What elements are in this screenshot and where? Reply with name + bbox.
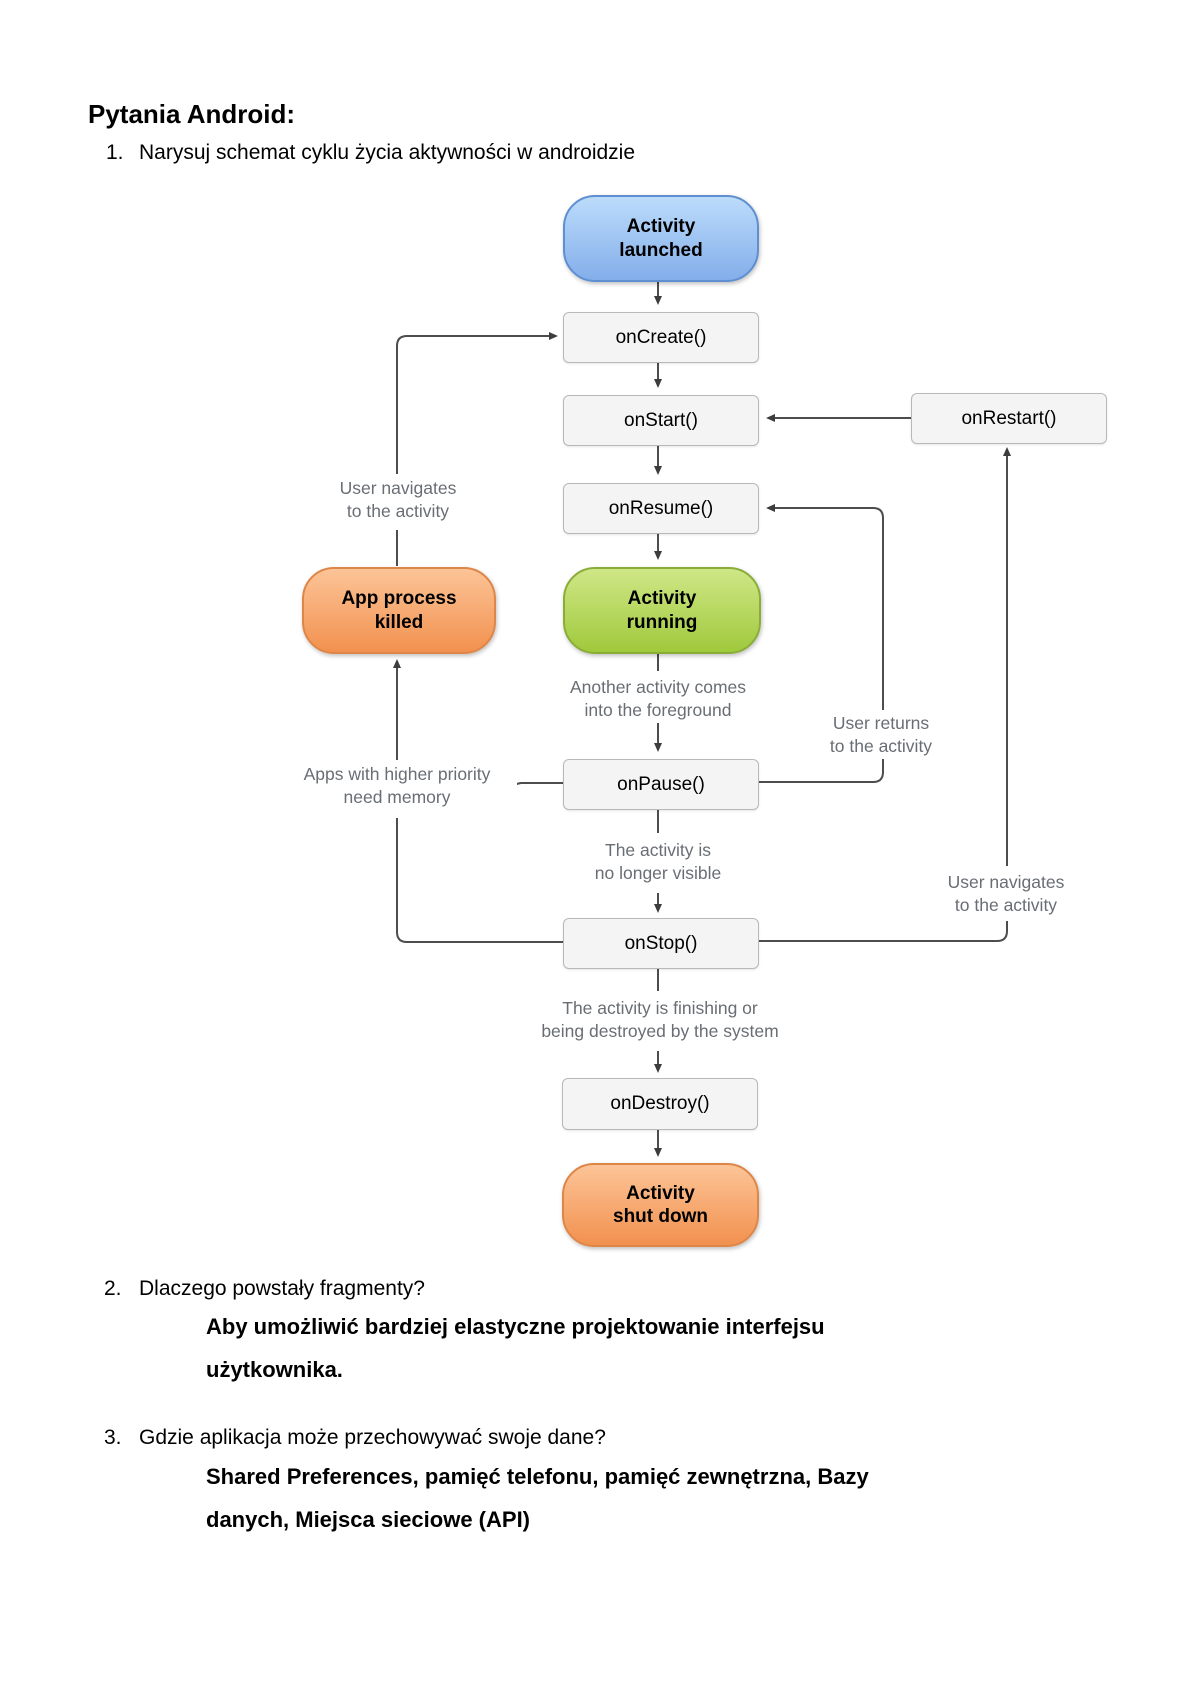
node-onresume: onResume(): [563, 483, 759, 534]
label-apps-higher-priority: Apps with higher priority need memory: [277, 763, 517, 809]
node-onpause: onPause(): [563, 759, 759, 810]
node-activity-launched: Activity launched: [563, 195, 759, 282]
question-3-answer-line-1: Shared Preferences, pamięć telefonu, pam…: [206, 1464, 869, 1489]
label-user-navigates-left: User navigates to the activity: [322, 477, 474, 523]
node-oncreate: onCreate(): [563, 312, 759, 363]
edge-onstop-to-onrestart-lower: [757, 921, 1008, 942]
question-1-number: 1.: [106, 141, 124, 164]
question-1-text: Narysuj schemat cyklu życia aktywności w…: [139, 141, 636, 164]
node-ondestroy: onDestroy(): [562, 1078, 758, 1130]
question-3-number: 3.: [104, 1426, 122, 1449]
node-app-process-killed: App process killed: [302, 567, 496, 654]
question-2-number: 2.: [104, 1277, 122, 1300]
question-3-text: Gdzie aplikacja może przechowywać swoje …: [139, 1426, 606, 1449]
label-user-returns: User returns to the activity: [811, 712, 951, 758]
edge-killed-to-oncreate-upper: [396, 332, 558, 474]
page-title: Pytania Android:: [88, 99, 296, 129]
node-activity-shut-down: Activity shut down: [562, 1163, 759, 1247]
question-2-answer-line-2: użytkownika.: [206, 1357, 343, 1382]
edge-onpause-left-stub: [510, 782, 563, 791]
node-activity-running: Activity running: [563, 567, 761, 654]
node-onrestart: onRestart(): [911, 393, 1107, 444]
question-2-text: Dlaczego powstały fragmenty?: [139, 1277, 425, 1300]
edge-onpause-to-onresume-upper: [766, 504, 884, 710]
label-finishing-destroyed: The activity is finishing or being destr…: [522, 997, 798, 1043]
label-user-navigates-right: User navigates to the activity: [930, 871, 1082, 917]
edge-onstop-to-killed-lower: [396, 818, 563, 943]
node-onstart: onStart(): [563, 395, 759, 446]
edge-onpause-to-onresume-lower: [757, 759, 884, 783]
label-no-longer-visible: The activity is no longer visible: [573, 839, 743, 885]
node-onstop: onStop(): [563, 918, 759, 969]
question-3-answer-line-2: danych, Miejsca sieciowe (API): [206, 1507, 531, 1532]
question-2-answer-line-1: Aby umożliwić bardziej elastyczne projek…: [206, 1314, 825, 1339]
label-another-activity: Another activity comes into the foregrou…: [543, 676, 773, 722]
